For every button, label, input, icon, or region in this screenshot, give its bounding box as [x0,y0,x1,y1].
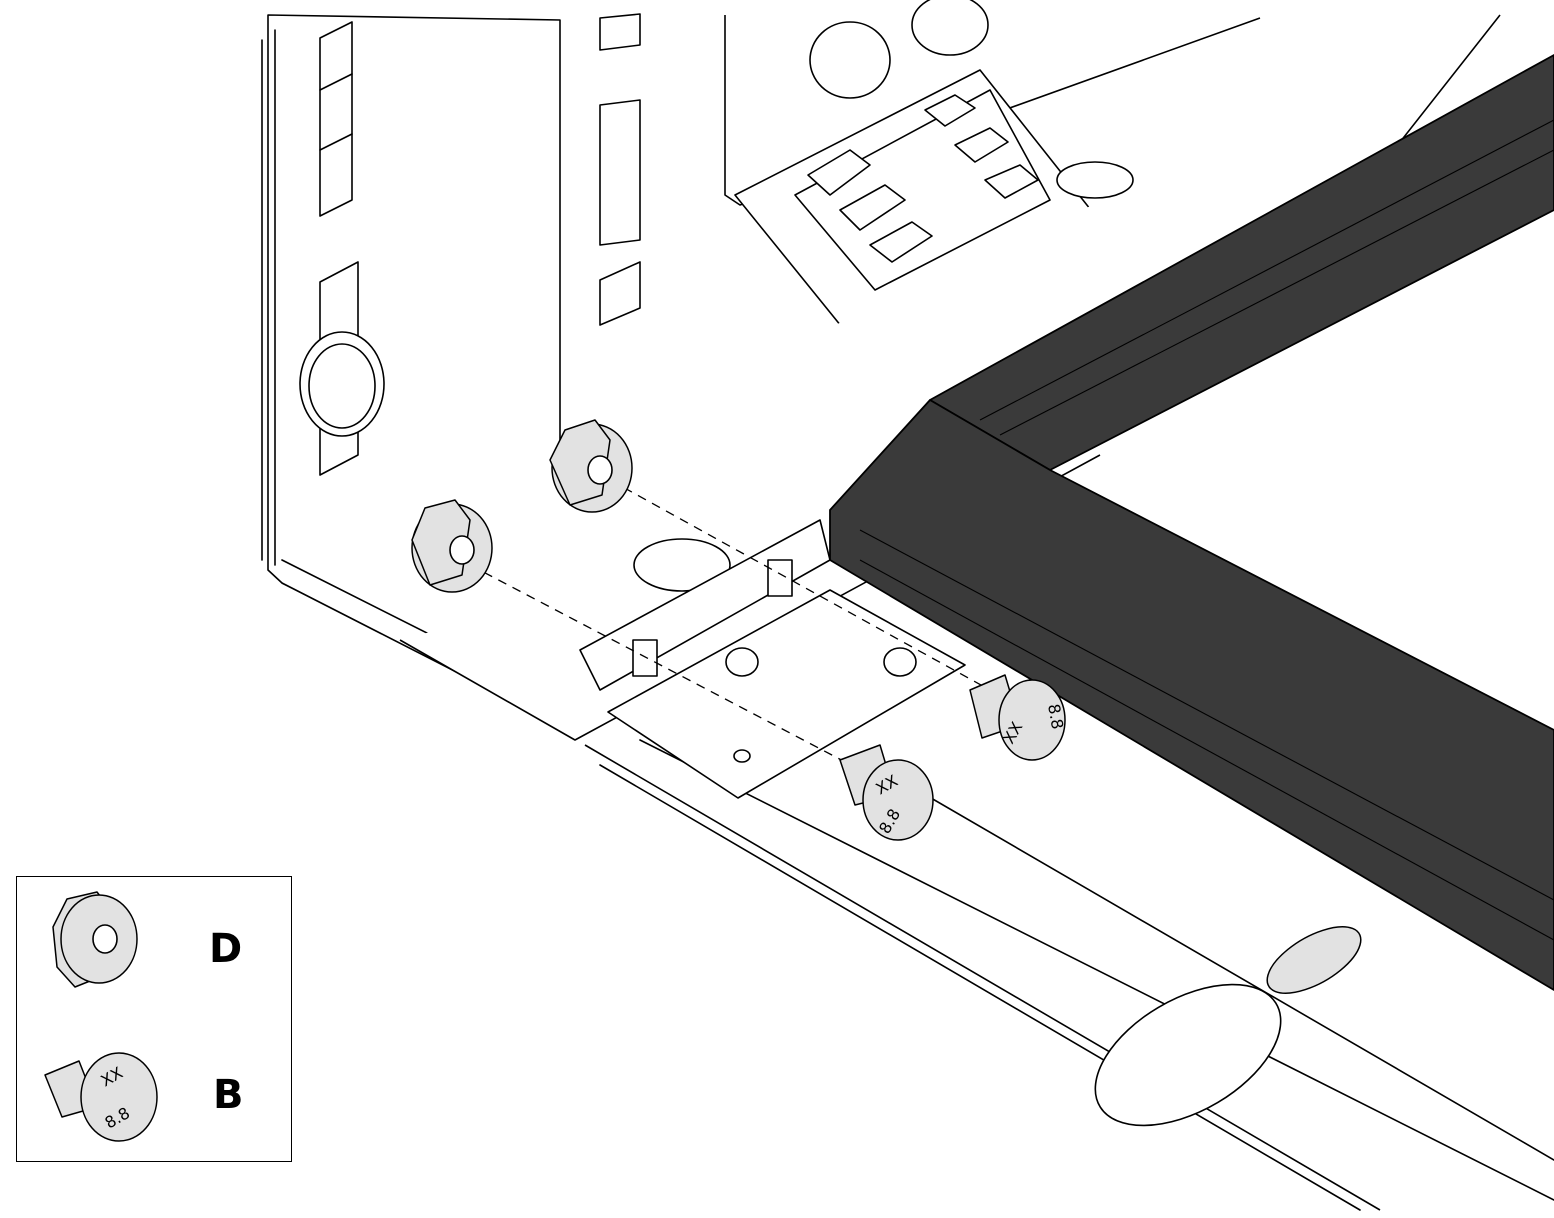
legend-icons: XX 8.8 [44,891,158,1142]
bracket-plate [579,519,966,799]
bolt-b-2-grade-mark: 8.8 [1044,702,1067,730]
flange-nut-d-1 [411,499,493,593]
bolt-b-2: XX 8.8 [969,674,1067,761]
legend-label-d: D [209,926,243,972]
clip-lugs [807,94,1039,263]
gasket-seal [829,54,1554,991]
parts-legend: XX 8.8 D B [16,876,292,1162]
alignment-lines [469,479,991,776]
flange-nut-icon [52,891,138,988]
bolt-b-1: XX 8.8 [839,744,934,841]
flange-nut-d-2 [549,419,633,513]
round-plug [299,331,385,437]
legend-label-b: B [213,1072,244,1118]
bolt-icon: XX 8.8 [44,1052,158,1142]
